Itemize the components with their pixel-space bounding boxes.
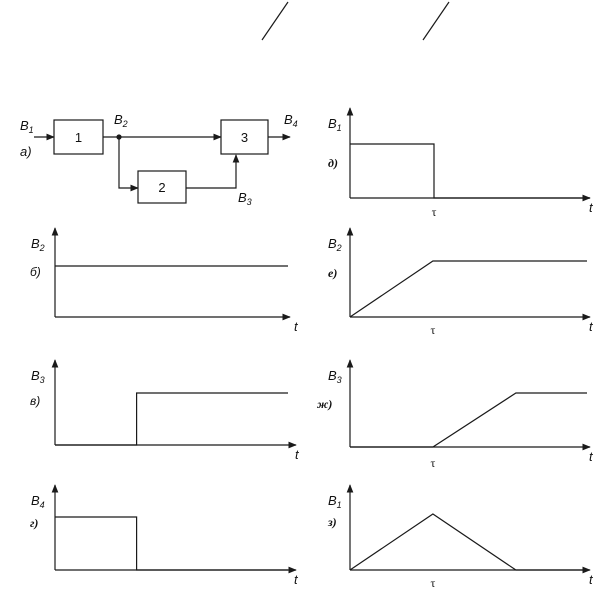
x-axis-label: t (589, 449, 594, 464)
y-axis-label: B3 (31, 368, 45, 385)
x-axis-label: t (295, 447, 300, 462)
tau-tick-label: τ (432, 205, 437, 219)
plot-z: B1 t з) τ (327, 484, 594, 590)
signal-line (55, 516, 288, 571)
plot-g: B4 t г) (30, 484, 299, 587)
block-2 (137, 170, 187, 204)
plot-b: B2 t б) (30, 227, 299, 334)
block-2-label: 2 (158, 180, 165, 195)
panel-label: ж) (317, 397, 332, 411)
y-axis-label: B4 (31, 493, 45, 510)
signal-b3-label: B3 (238, 190, 252, 207)
signal-b4-label: B4 (284, 112, 298, 129)
y-axis-label: B1 (328, 116, 342, 133)
plot-e: B2 t е) τ (328, 227, 594, 337)
tau-tick-label: τ (431, 456, 436, 470)
top-slash-left (261, 1, 289, 41)
signal-b1-label: B1 (20, 118, 34, 135)
y-axis-label: B1 (328, 493, 342, 510)
tau-tick-label: τ (431, 323, 436, 337)
signal-line (350, 392, 587, 448)
x-axis-label: t (294, 319, 299, 334)
x-axis-label: t (589, 572, 594, 587)
x-axis-label: t (294, 572, 299, 587)
signal-line (349, 513, 587, 571)
link-branch-to-2 (118, 137, 139, 192)
panel-label: з) (327, 515, 337, 529)
plot-d: B1 t д) τ (328, 107, 594, 219)
y-axis-label: B2 (31, 236, 45, 253)
plot-zh: B3 t ж) τ (317, 359, 594, 470)
block-3 (220, 119, 269, 155)
signal-b2-label: B2 (114, 112, 128, 129)
signal-line (349, 260, 587, 318)
y-axis-label: B3 (328, 368, 342, 385)
y-axis-label: B2 (328, 236, 342, 253)
block-diagram: а) B1 B2 B4 B3 1 2 3 (20, 112, 298, 207)
block-1-label: 1 (75, 130, 82, 145)
signal-line (55, 392, 288, 446)
panel-label: г) (30, 516, 38, 530)
panel-label: в) (30, 394, 40, 408)
block-3-label: 3 (241, 130, 248, 145)
diagram-label: а) (20, 144, 32, 159)
plot-v: B3 t в) (30, 359, 300, 462)
x-axis-label: t (589, 319, 594, 334)
panel-label: б) (30, 265, 41, 279)
tau-tick-label: τ (431, 576, 436, 590)
x-axis-label: t (589, 200, 594, 215)
panel-label: д) (328, 156, 338, 170)
top-slash-right (422, 1, 450, 41)
link-2-to-3 (186, 154, 240, 189)
panel-label: е) (328, 266, 337, 280)
signal-line (350, 143, 590, 199)
